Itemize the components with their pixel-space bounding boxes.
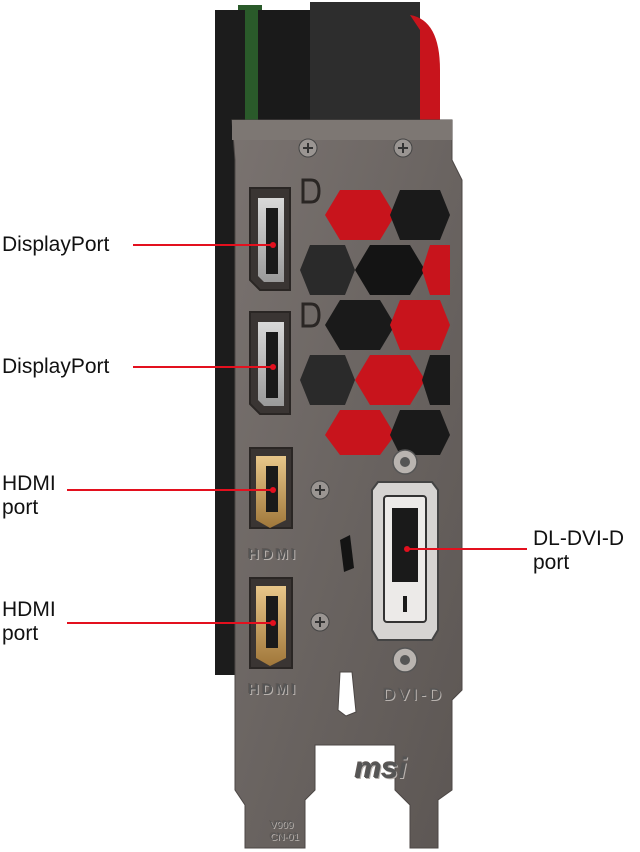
bracket-stamp: V909 CN-01 [270, 820, 299, 843]
callout-hdmi-2: HDMI port [2, 598, 56, 645]
screw-icon [298, 138, 413, 632]
displayport-logo-icon [301, 178, 321, 204]
leader-line [407, 548, 527, 550]
ventilation-holes [300, 190, 450, 455]
callout-displayport-1: DisplayPort [2, 233, 110, 256]
leader-line [133, 366, 273, 368]
leader-line [133, 244, 273, 246]
callout-hdmi-1: HDMI port [2, 472, 56, 519]
leader-dot [270, 242, 276, 248]
leader-line [67, 489, 273, 491]
displayport-connector [249, 311, 291, 415]
displayport-connector [249, 187, 291, 291]
leader-dot [270, 620, 276, 626]
leader-dot [270, 487, 276, 493]
leader-dot [404, 546, 410, 552]
bracket-cutouts [337, 535, 357, 717]
leader-line [67, 622, 273, 624]
callout-dvi: DL-DVI-D port [533, 527, 625, 574]
dvi-marking: DVI-D [383, 685, 445, 704]
callout-displayport-2: DisplayPort [2, 355, 110, 378]
displayport-logo-icon [301, 302, 321, 328]
hdmi-marking: HDMI [248, 681, 299, 698]
leader-dot [270, 364, 276, 370]
msi-logo: msi [355, 752, 407, 785]
dvi-connector [371, 449, 439, 673]
hdmi-marking: HDMI [248, 546, 299, 563]
